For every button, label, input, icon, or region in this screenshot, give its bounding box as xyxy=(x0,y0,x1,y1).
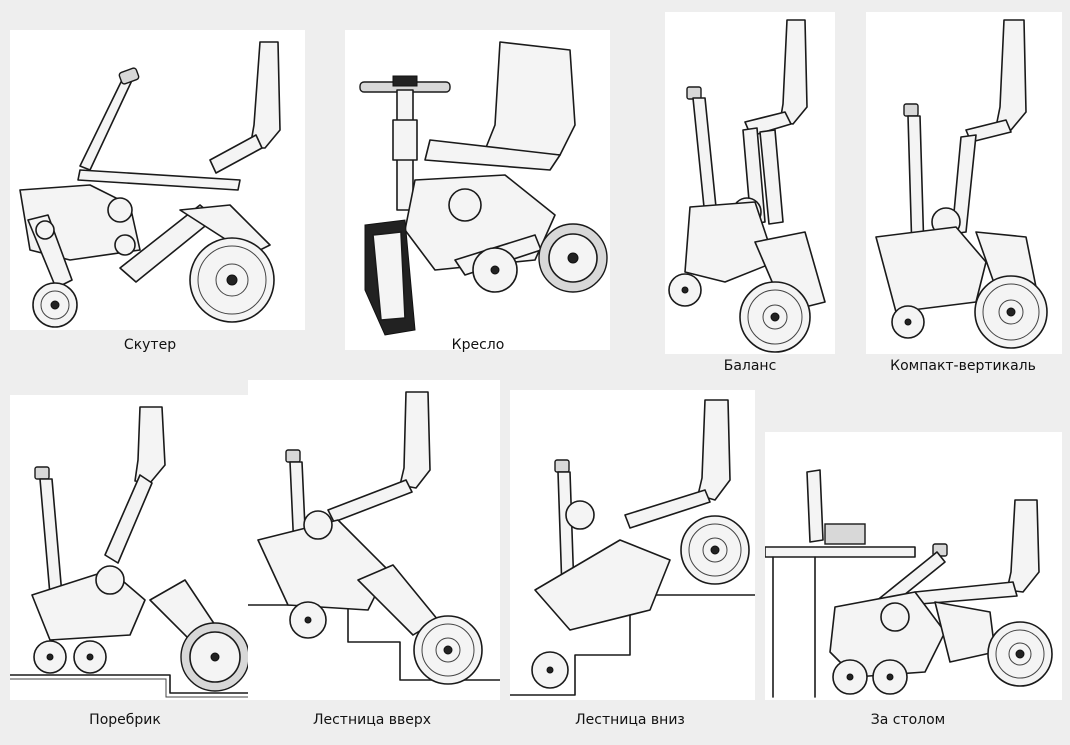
panel-curb xyxy=(10,395,250,700)
caption-curb: Поребрик xyxy=(89,712,161,728)
curb-drawing xyxy=(10,406,250,698)
caption-compact-vertical: Компакт-вертикаль xyxy=(890,358,1036,374)
panel-stairs-down xyxy=(510,390,755,700)
caption-at-table: За столом xyxy=(870,712,946,728)
caption-chair: Кресло xyxy=(451,337,505,353)
panel-compact-vertical xyxy=(866,12,1062,354)
compact-vertical-drawing xyxy=(875,19,1048,349)
scooter-drawing xyxy=(19,41,281,328)
panel-balance xyxy=(665,12,835,354)
panel-stairs-up xyxy=(248,380,500,700)
panel-scooter xyxy=(10,30,305,330)
stairs-down-drawing xyxy=(510,399,755,696)
balance-drawing xyxy=(668,19,826,353)
caption-stairs-up: Лестница вверх xyxy=(312,712,432,728)
caption-balance: Баланс xyxy=(723,358,777,374)
at-table-drawing xyxy=(765,469,1053,698)
caption-scooter: Скутер xyxy=(123,337,177,353)
chair-drawing xyxy=(359,41,608,336)
panel-chair xyxy=(345,30,610,350)
panel-at-table xyxy=(765,432,1062,700)
stairs-up-drawing xyxy=(248,391,500,685)
caption-stairs-down: Лестница вниз xyxy=(575,712,685,728)
